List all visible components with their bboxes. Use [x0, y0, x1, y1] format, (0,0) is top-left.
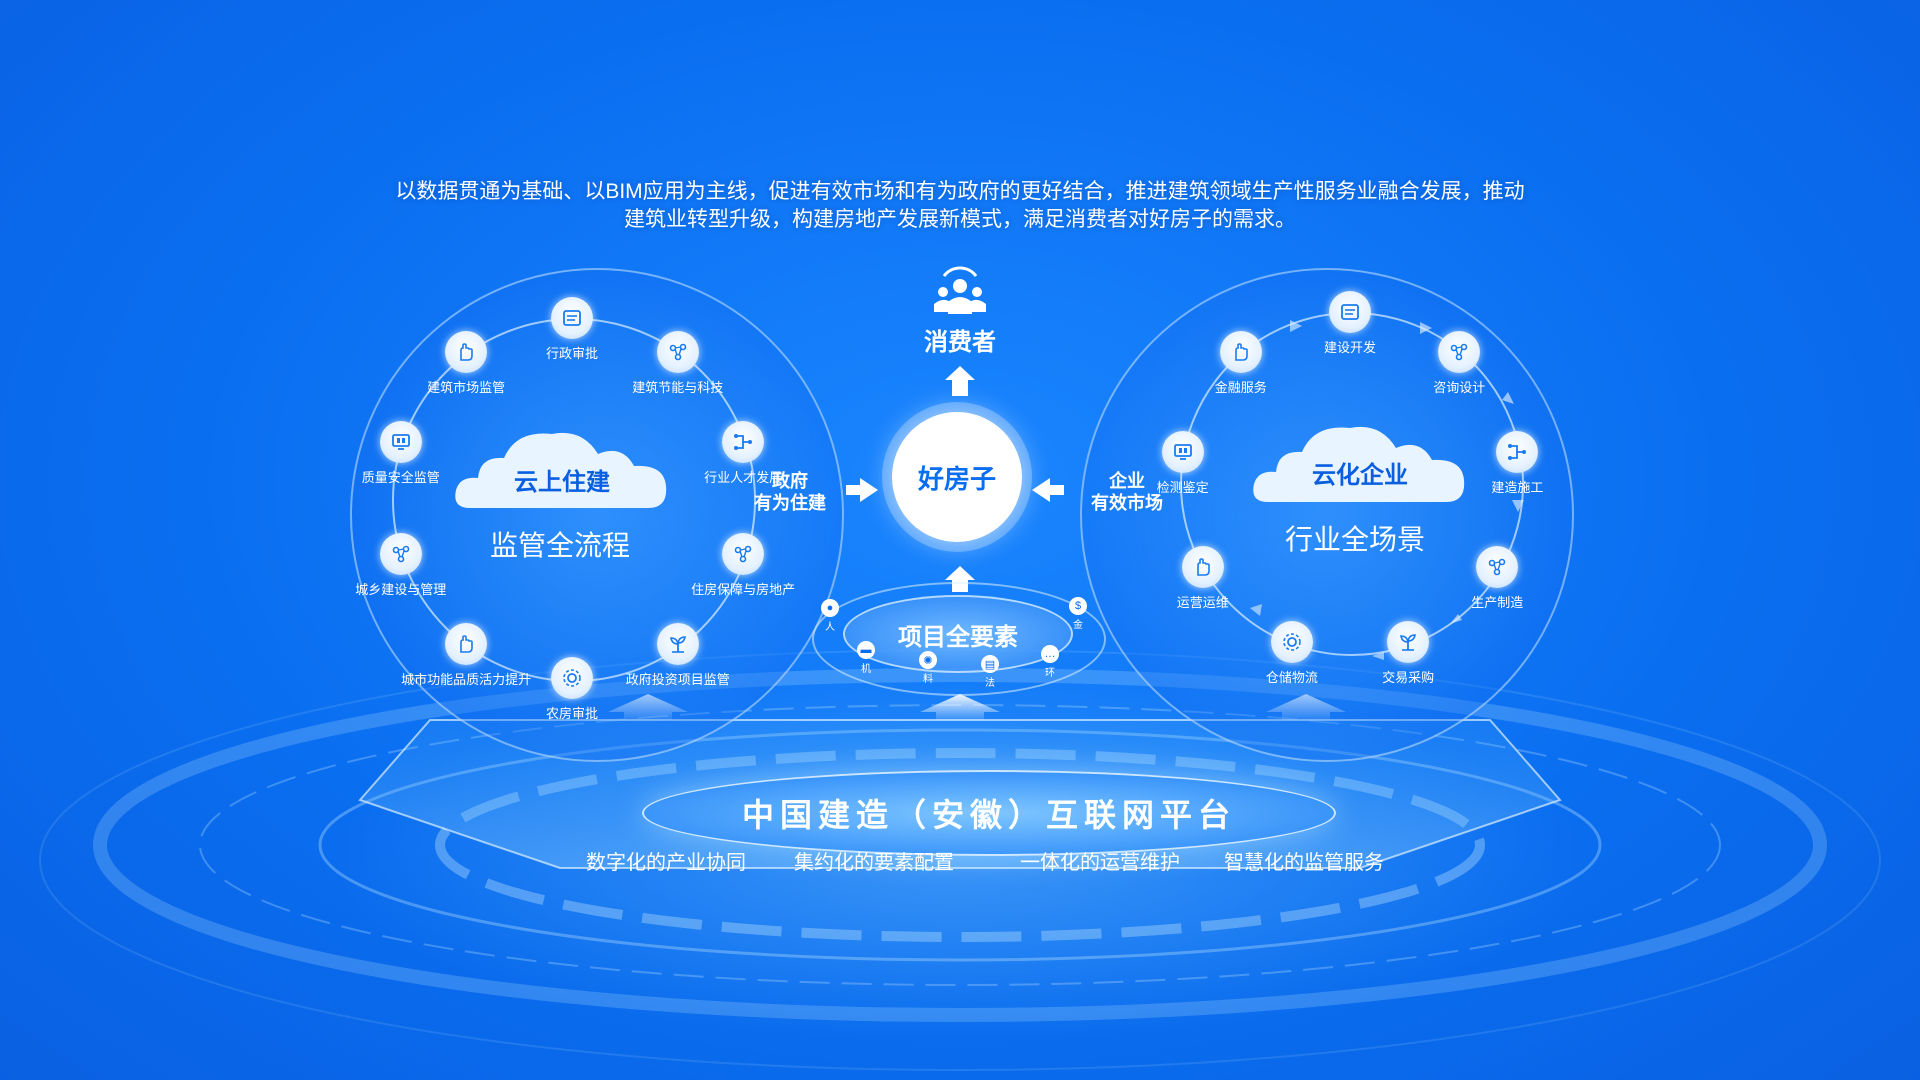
- right-side-label-line2: 有效市场: [1091, 493, 1163, 513]
- monitor-icon: [391, 434, 410, 451]
- monitor-icon: [1173, 444, 1192, 461]
- material-icon: ✺: [919, 651, 937, 669]
- project-element-1-label: 人: [825, 622, 835, 633]
- left-subtitle: 监管全流程: [489, 530, 630, 561]
- intro-text: 以数据贯通为基础、以BIM应用为主线，促进有效市场和有为政府的更好结合，推进建筑…: [340, 178, 1580, 234]
- intro-line-2: 建筑业转型升级，构建房地产发展新模式，满足消费者对好房子的需求。: [624, 208, 1296, 231]
- network-icon: [1450, 343, 1468, 361]
- hand-icon: [1234, 342, 1248, 361]
- platform-feature-4: 智慧化的监管服务: [1224, 852, 1384, 874]
- project-ellipse: 项目全要素: [843, 595, 1073, 673]
- flow-icon: [734, 434, 753, 451]
- project-element-3-label: 料: [923, 674, 933, 685]
- left-node-7-label: 城市功能品质活力提升: [401, 671, 532, 687]
- project-orbit: [812, 582, 1106, 696]
- right-node-8: [1161, 431, 1204, 474]
- left-node-1: [551, 297, 593, 339]
- left-node-10: [445, 331, 488, 374]
- intro-line-1: 以数据贯通为基础、以BIM应用为主线，促进有效市场和有为政府的更好结合，推进建筑…: [395, 180, 1525, 203]
- method-icon: ▤: [981, 655, 999, 673]
- right-cloud-icon: [1253, 426, 1465, 502]
- left-node-8-label: 城乡建设与管理: [355, 581, 447, 597]
- left-node-5-label: 政府投资项目监管: [625, 671, 730, 687]
- right-node-7-label: 运营运维: [1176, 595, 1229, 610]
- person-icon: ●: [821, 599, 839, 617]
- people-icon: [934, 266, 986, 314]
- right-node-3-label: 建造施工: [1491, 480, 1544, 496]
- platform-feature-3: 一体化的运营维护: [1020, 852, 1180, 874]
- project-element-4-label: 法: [985, 678, 995, 689]
- right-node-6-label: 仓储物流: [1265, 669, 1318, 685]
- left-side-label-line1: 政府: [772, 471, 808, 491]
- left-node-5: [656, 622, 699, 665]
- left-node-4: [722, 532, 765, 575]
- hand-icon: [460, 343, 473, 362]
- left-node-7: [445, 622, 488, 665]
- hand-icon: [460, 634, 473, 653]
- project-label: 项目全要素: [898, 623, 1018, 651]
- right-node-7: [1181, 546, 1224, 588]
- right-node-4: [1476, 546, 1519, 588]
- right-node-6: [1270, 620, 1313, 663]
- chat-icon: …: [1041, 645, 1059, 663]
- right-node-5-label: 交易采购: [1382, 669, 1435, 685]
- left-node-9-label: 质量安全监管: [361, 470, 440, 486]
- project-element-6-label: 金: [1073, 620, 1083, 631]
- left-node-4-label: 住房保障与房地产: [691, 581, 796, 597]
- gear-icon: [563, 669, 581, 687]
- flow-icon: [1508, 444, 1527, 461]
- hand-icon: [1196, 558, 1210, 576]
- left-node-6: [551, 657, 593, 699]
- network-icon: [734, 545, 752, 562]
- project-element-5-label: 环: [1045, 668, 1055, 679]
- network-icon: [392, 545, 410, 562]
- document-icon: [1341, 304, 1359, 320]
- platform-title: 中国建造（安徽）互联网平台: [741, 797, 1236, 833]
- right-node-9-label: 金融服务: [1214, 379, 1267, 395]
- right-cloud-label: 云化企业: [1312, 462, 1408, 489]
- left-node-2: [656, 331, 699, 374]
- left-node-10-label: 建筑市场监管: [427, 380, 506, 396]
- right-node-5: [1387, 620, 1430, 663]
- left-side-label-line2: 有为住建: [754, 493, 826, 513]
- left-side-label: 政府 有为住建: [750, 470, 830, 514]
- right-node-1: [1329, 291, 1371, 333]
- left-node-8: [379, 532, 422, 575]
- right-node-3: [1496, 431, 1539, 474]
- center-label: 好房子: [917, 463, 996, 494]
- right-node-2-label: 咨询设计: [1433, 379, 1486, 395]
- sprout-icon: [669, 635, 686, 653]
- network-icon: [669, 344, 687, 361]
- document-icon: [563, 310, 581, 326]
- right-node-2: [1438, 330, 1481, 373]
- left-node-9: [379, 421, 422, 464]
- left-node-3: [722, 421, 765, 464]
- platform-feature-2: 集约化的要素配置: [794, 852, 954, 874]
- left-node-2-label: 建筑节能与科技: [632, 380, 724, 396]
- network-icon: [1488, 558, 1506, 576]
- right-subtitle: 行业全场景: [1284, 524, 1425, 555]
- right-node-9: [1219, 330, 1262, 373]
- left-node-3-label: 行业人才发展: [704, 470, 783, 486]
- machine-icon: ▬: [857, 641, 875, 659]
- money-icon: $: [1069, 597, 1087, 615]
- left-node-1-label: 行政审批: [545, 346, 599, 361]
- right-side-label: 企业 有效市场: [1082, 470, 1172, 514]
- gear-icon: [1283, 632, 1301, 651]
- left-cloud-icon: [455, 432, 667, 508]
- left-cloud-label: 云上住建: [514, 469, 610, 496]
- project-element-2-label: 机: [861, 664, 871, 675]
- platform-feature-1: 数字化的产业协同: [586, 852, 746, 874]
- platform-ellipse: 中国建造（安徽）互联网平台: [642, 770, 1336, 856]
- right-node-8-label: 检测鉴定: [1156, 480, 1209, 496]
- right-node-4-label: 生产制造: [1471, 595, 1524, 610]
- left-node-6-label: 农房审批: [545, 706, 599, 721]
- sprout-icon: [1400, 633, 1417, 651]
- right-side-label-line1: 企业: [1109, 471, 1145, 491]
- consumer-label: 消费者: [924, 329, 996, 356]
- right-node-1-label: 建设开发: [1323, 340, 1377, 355]
- center-circle: 好房子: [892, 412, 1022, 542]
